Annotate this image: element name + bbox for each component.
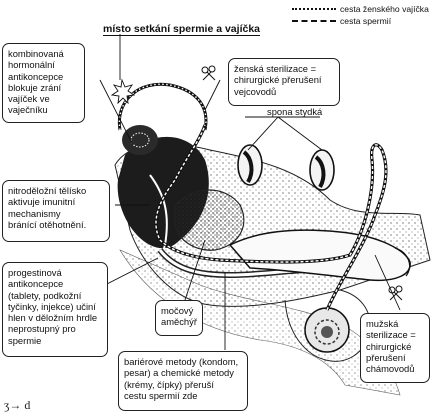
legend-egg-label: cesta ženského vajíčka [340,4,429,14]
progestin-box: progestinová antikoncepce (tablety, podk… [2,262,108,357]
legend-sperm-label: cesta spermií [340,16,391,26]
legend-sperm-path: cesta spermií [292,16,391,26]
corner-scrawl: ʒ→ d [4,398,30,413]
hormonal-contraception-box: kombinovaná hormonální antikoncepce blok… [2,43,85,123]
scissors-icon-female [202,66,215,80]
fallopian-tube [119,84,206,130]
legend-egg-path: cesta ženského vajíčka [292,4,429,14]
egg-path [119,84,206,130]
meeting-point-star [112,80,134,103]
ovary [122,125,158,155]
bladder [175,190,244,250]
symphysis-label: spona stydká [267,106,322,117]
scissors-icon-male [389,286,402,300]
legend-egg-swatch [292,8,336,10]
iud-box: nitroděložní tělísko aktivuje imunitní m… [2,180,110,242]
bladder-box: močový aměchýř [155,300,203,336]
meeting-point-title: místo setkání spermie a vajíčka [103,23,260,35]
male-sterilization-box: mužská sterilizace = chirurgické přeruše… [360,313,430,383]
female-sterilization-box: ženská sterilizace = chirurgické přeruše… [228,58,340,106]
legend-sperm-swatch [292,20,336,22]
barrier-methods-box: bariérové metody (kondom, pesar) a chemi… [118,351,248,411]
